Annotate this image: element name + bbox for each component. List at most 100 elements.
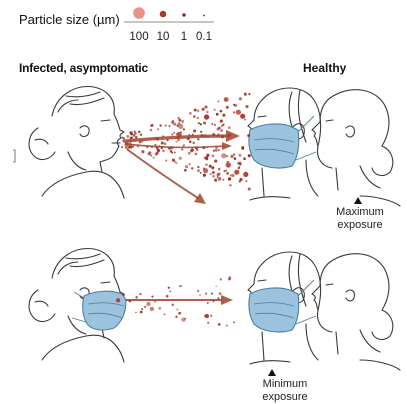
particle xyxy=(178,312,181,315)
particle xyxy=(168,287,170,289)
particle xyxy=(239,178,242,181)
particle xyxy=(190,149,193,152)
particle xyxy=(189,112,192,115)
particle xyxy=(243,172,248,177)
aerosol-particles-unmasked xyxy=(121,93,251,191)
particle xyxy=(228,278,231,281)
particle xyxy=(224,98,226,100)
particle xyxy=(205,292,207,294)
particle xyxy=(162,150,165,153)
particle xyxy=(239,163,242,166)
particle xyxy=(222,114,225,117)
particle xyxy=(221,125,224,128)
particle xyxy=(197,166,200,169)
particle xyxy=(203,167,205,169)
particle xyxy=(141,150,144,153)
particle xyxy=(220,110,223,113)
particle xyxy=(196,149,198,151)
particle xyxy=(234,157,237,160)
particle xyxy=(157,149,160,152)
particle xyxy=(203,174,206,177)
particle xyxy=(153,157,155,159)
particle xyxy=(146,302,150,306)
particle xyxy=(181,148,183,150)
particle xyxy=(164,143,167,146)
particle xyxy=(157,128,159,130)
particle xyxy=(122,294,125,297)
particle xyxy=(213,150,215,152)
particle xyxy=(128,146,130,148)
particle xyxy=(197,138,199,140)
particle xyxy=(179,285,181,287)
particle xyxy=(240,114,245,119)
particle xyxy=(151,295,153,297)
particle xyxy=(173,123,176,126)
particle xyxy=(193,129,196,132)
particle xyxy=(220,120,223,123)
particle xyxy=(236,110,241,115)
particle xyxy=(176,141,178,143)
particle xyxy=(183,128,185,130)
particle xyxy=(214,179,217,182)
particle xyxy=(129,131,132,134)
particle xyxy=(220,278,222,280)
particle xyxy=(171,133,173,135)
particle xyxy=(219,177,221,179)
particle xyxy=(121,146,123,148)
particle xyxy=(197,169,200,172)
eye xyxy=(101,120,110,121)
particle xyxy=(189,140,192,143)
particle xyxy=(234,170,239,175)
neck xyxy=(68,152,102,172)
particle xyxy=(173,132,175,134)
particle xyxy=(247,134,250,137)
particle xyxy=(130,137,132,139)
particle xyxy=(161,141,164,144)
particle xyxy=(204,105,207,108)
particle xyxy=(217,176,219,178)
back-person-bun xyxy=(372,146,393,175)
ponytail xyxy=(29,128,55,159)
hair-outline xyxy=(52,87,114,116)
particle xyxy=(174,151,176,153)
particle xyxy=(233,153,235,155)
particle xyxy=(228,126,231,129)
particle xyxy=(229,184,231,186)
particle xyxy=(147,152,150,155)
exposure-marker-triangle-icon xyxy=(354,197,362,204)
particle xyxy=(195,153,198,156)
legend-dot-100 xyxy=(133,7,145,19)
particle xyxy=(214,160,217,163)
particle xyxy=(135,312,137,314)
particle xyxy=(171,303,174,306)
legend-dot-1 xyxy=(182,13,185,16)
particle xyxy=(244,119,246,121)
particle xyxy=(233,111,235,113)
particle xyxy=(248,187,251,190)
particle xyxy=(215,286,217,288)
particle xyxy=(197,117,199,119)
particle xyxy=(139,293,141,295)
legend-scale xyxy=(124,7,214,22)
particle xyxy=(178,124,183,129)
particle xyxy=(245,105,248,108)
particle xyxy=(228,177,231,180)
particle xyxy=(175,316,177,318)
exposure-marker-triangle-icon xyxy=(268,369,276,376)
particle xyxy=(200,172,202,174)
particle xyxy=(197,290,199,292)
particle xyxy=(169,291,171,293)
particle xyxy=(200,131,202,133)
particle xyxy=(218,127,221,130)
particle xyxy=(151,124,154,127)
particle xyxy=(218,173,221,176)
back-person-face xyxy=(312,98,332,168)
particle xyxy=(188,152,191,155)
particle xyxy=(177,117,179,119)
particle xyxy=(150,129,153,132)
ponytail-masked xyxy=(29,290,55,321)
particle xyxy=(116,298,120,302)
particle xyxy=(172,159,175,162)
